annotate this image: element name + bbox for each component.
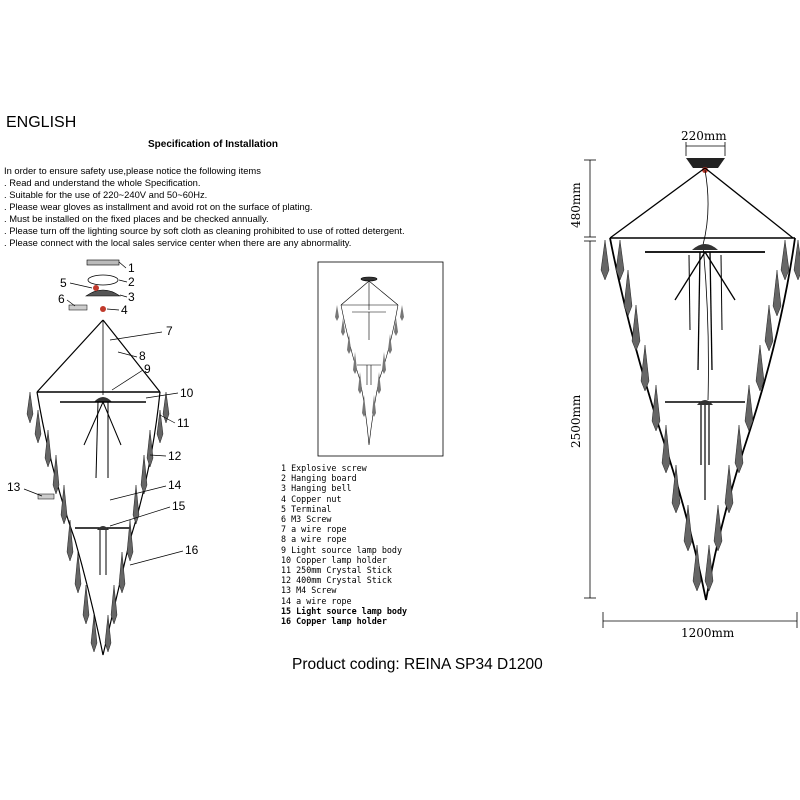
callout-16: 16 (185, 543, 199, 557)
callout-1: 1 (128, 261, 135, 275)
dim-top-width: 220mm (681, 129, 727, 143)
product-coding: Product coding: REINA SP34 D1200 (292, 656, 543, 673)
explosive-screw-part (86, 259, 120, 266)
instruction-item: . Read and understand the whole Specific… (4, 177, 201, 188)
callout-6: 6 (58, 292, 65, 306)
callout-15: 15 (172, 499, 186, 513)
part-item: 10 Copper lamp holder (281, 554, 387, 565)
dim-body-height: 2500mm (569, 394, 583, 448)
lamp-body-lower (97, 526, 109, 530)
copper-nut-part (100, 306, 106, 312)
part-item: 9 Light source lamp body (281, 544, 403, 555)
part-item: 2 Hanging board (281, 473, 357, 484)
dimension-drawing (609, 158, 796, 601)
callout-4: 4 (121, 303, 128, 317)
language-label: ENGLISH (6, 114, 77, 131)
hanging-board-part (87, 274, 119, 286)
hanging-bell-part (85, 289, 121, 297)
spec-title: Specification of Installation (148, 139, 279, 150)
part-item: 4 Copper nut (281, 493, 342, 504)
callout-3: 3 (128, 290, 135, 304)
crystal-sticks-right (600, 239, 800, 592)
dimension-lines (584, 142, 798, 628)
instruction-item: In order to ensure safety use,please not… (4, 165, 261, 176)
dim-hang-height: 480mm (569, 182, 583, 228)
callout-7: 7 (166, 324, 173, 338)
instructions-list: In order to ensure safety use,please not… (4, 165, 405, 249)
part-item: 14 a wire rope (281, 595, 352, 606)
part-item: 6 M3 Screw (281, 514, 332, 525)
dim-diameter: 1200mm (681, 626, 735, 640)
instruction-item: . Suitable for the use of 220~240V and 5… (4, 189, 208, 200)
lamp-body-upper (94, 397, 112, 402)
part-item: 15 Light source lamp body (281, 605, 408, 616)
part-item: 1 Explosive screw (281, 463, 367, 473)
callout-8: 8 (139, 349, 146, 363)
m3-screw-part (68, 304, 88, 311)
m4-screw-part (37, 493, 55, 500)
part-item: 5 Terminal (281, 503, 332, 514)
callout-14: 14 (168, 478, 182, 492)
part-item: 3 Hanging bell (281, 483, 352, 494)
callout-9: 9 (144, 362, 151, 376)
preview-frame (317, 261, 444, 457)
instruction-item: . Must be installed on the fixed places … (4, 213, 269, 224)
preview-chandelier (340, 276, 399, 446)
part-item: 7 a wire rope (281, 524, 347, 535)
callout-10: 10 (180, 386, 194, 400)
instruction-item: . Please wear gloves as installment and … (4, 201, 313, 212)
callout-12: 12 (168, 449, 182, 463)
callout-13: 13 (7, 480, 21, 494)
parts-list: 1 Explosive screw 2 Hanging board 3 Hang… (281, 463, 407, 626)
callout-11: 11 (177, 416, 190, 430)
part-item: 8 a wire rope (281, 534, 347, 545)
part-item: 13 M4 Screw (281, 585, 337, 596)
instruction-item: . Please turn off the lighting source by… (4, 225, 405, 236)
callout-5: 5 (60, 276, 67, 290)
instruction-item: . Please connect with the local sales se… (4, 237, 352, 248)
part-item: 12 400mm Crystal Stick (281, 575, 392, 586)
part-item: 11 250mm Crystal Stick (281, 565, 392, 576)
callout-2: 2 (128, 275, 135, 289)
part-item: 16 Copper lamp holder (281, 616, 387, 627)
terminal-part (93, 285, 99, 291)
